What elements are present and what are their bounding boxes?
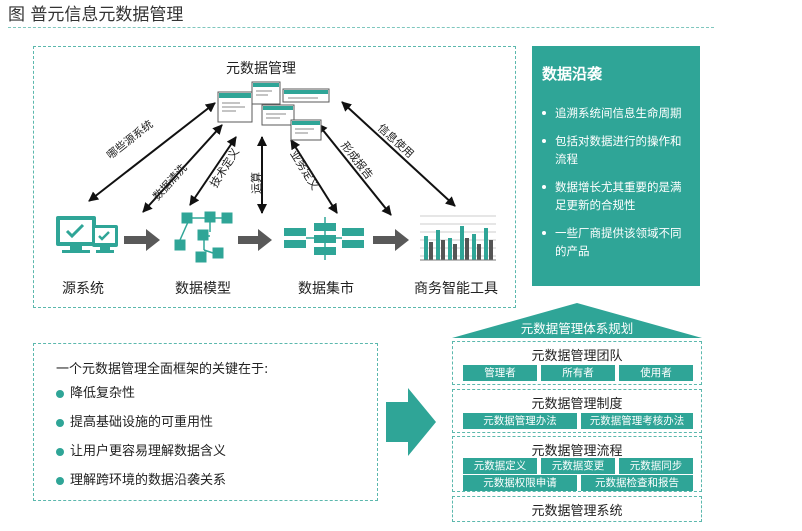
node-bi-tool: 商务智能工具: [414, 281, 498, 297]
metadata-flow-diagram: [33, 46, 516, 308]
flow-arrow-2: [238, 229, 272, 251]
title-divider: [8, 27, 714, 28]
lineage-item: 追溯系统间信息生命周期: [542, 104, 688, 122]
framework-item: 降低复杂性: [56, 385, 377, 403]
node-data-model: 数据模型: [175, 281, 231, 297]
flow-arrows: [124, 229, 409, 251]
flow-arrow-3: [373, 229, 409, 251]
node-source-system: 源系统: [62, 281, 104, 297]
framework-item: 理解跨环境的数据沿袭关系: [56, 472, 377, 490]
plan-policy-panel: 元数据管理制度 元数据管理办法 元数据管理考核办法: [452, 389, 702, 433]
plan-system-title: 元数据管理系统: [531, 504, 623, 519]
figure-title: 图 普元信息元数据管理: [8, 5, 184, 25]
tag-definition: 元数据定义: [463, 458, 537, 474]
arrow-information-use: [341, 101, 456, 207]
lineage-item: 数据增长尤其重要的是满足更新的合规性: [542, 178, 688, 214]
plan-process-title: 元数据管理流程: [531, 444, 623, 459]
tag-manager: 管理者: [463, 365, 537, 381]
flow-arrow-1: [124, 229, 160, 251]
metadata-documents-icon: [217, 81, 330, 141]
tag-policy-measures: 元数据管理办法: [463, 413, 577, 429]
data-lineage-panel: 数据沿袭 追溯系统间信息生命周期 包括对数据进行的操作和流程 数据增长尤其重要的…: [532, 46, 700, 286]
node-data-mart: 数据集市: [298, 281, 354, 297]
data-model-icon: [174, 211, 233, 263]
tag-user: 使用者: [619, 365, 693, 381]
planning-roof: [452, 303, 702, 338]
tag-check-report: 元数据检查和报告: [581, 475, 693, 491]
framework-item: 让用户更容易理解数据含义: [56, 443, 377, 461]
tag-owner: 所有者: [541, 365, 615, 381]
framework-intro: 一个元数据管理全面框架的关键在于:: [56, 362, 269, 377]
tag-policy-assessment: 元数据管理考核办法: [581, 413, 693, 429]
plan-policy-title: 元数据管理制度: [531, 397, 623, 412]
plan-system-panel: 元数据管理系统: [452, 496, 702, 522]
tag-sync: 元数据同步: [619, 458, 693, 474]
lineage-title: 数据沿袭: [542, 65, 603, 83]
tag-permission-request: 元数据权限申请: [463, 475, 577, 491]
lineage-item: 包括对数据进行的操作和流程: [542, 132, 688, 168]
lineage-item: 一些厂商提供该领域不同的产品: [542, 224, 688, 260]
tag-change: 元数据变更: [541, 458, 615, 474]
plan-process-panel: 元数据管理流程 元数据定义 元数据变更 元数据同步 元数据权限申请 元数据检查和…: [452, 436, 702, 492]
bi-chart-icon: [420, 215, 496, 261]
lineage-arrows: [88, 101, 456, 216]
plan-team-panel: 元数据管理团队 管理者 所有者 使用者: [452, 341, 702, 385]
monitor-icon: [56, 216, 118, 253]
framework-panel: 一个元数据管理全面框架的关键在于: 降低复杂性 提高基础设施的可重用性 让用户更…: [33, 343, 378, 501]
center-label: 元数据管理: [226, 61, 296, 77]
plan-team-title: 元数据管理团队: [531, 349, 623, 364]
edge-label-computation: 运算: [250, 172, 263, 194]
big-right-arrow: [386, 388, 436, 456]
framework-item: 提高基础设施的可重用性: [56, 414, 377, 432]
planning-roof-label: 元数据管理体系规划: [520, 321, 634, 336]
data-mart-icon: [284, 217, 364, 260]
arrow-technical-definition: [189, 136, 237, 206]
